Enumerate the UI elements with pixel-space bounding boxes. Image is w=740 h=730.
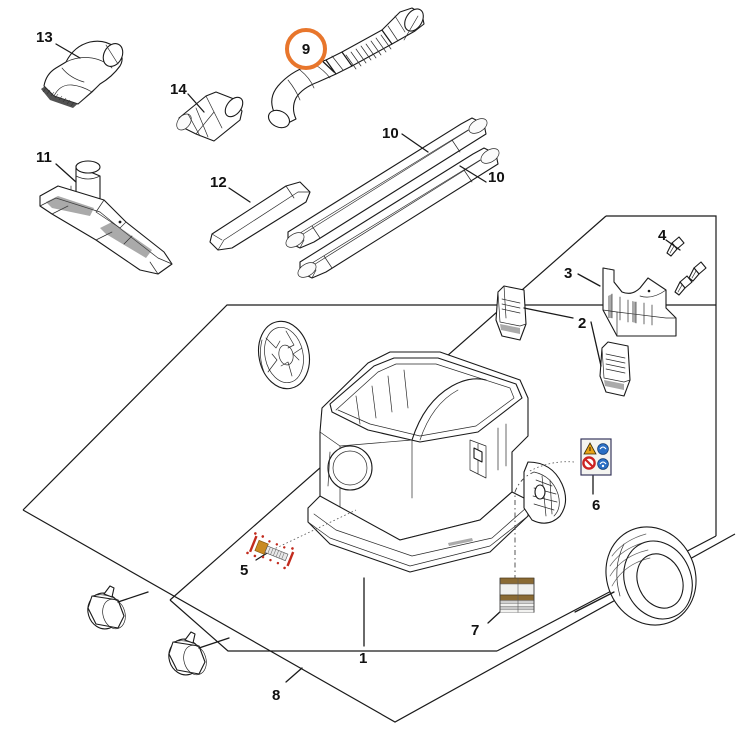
callout-12[interactable]: 12 (210, 174, 227, 191)
callout-6[interactable]: 6 (592, 497, 601, 514)
callout-8[interactable]: 8 (272, 687, 281, 704)
assembly-dashed-lines (271, 461, 575, 580)
part-11-floor-nozzle (39, 160, 173, 275)
screw-3 (674, 275, 693, 296)
part-14-adapter (176, 91, 244, 142)
callout-11[interactable]: 11 (36, 149, 52, 166)
part-13-upholstery-brush (41, 40, 124, 108)
part-2-latch-clip-upper (495, 285, 527, 341)
part-3-handle-bracket (602, 267, 677, 337)
callout-5[interactable]: 5 (240, 562, 249, 579)
callout-13[interactable]: 13 (36, 29, 53, 46)
part-2-latch-clip-lower (599, 341, 631, 397)
callout-2[interactable]: 2 (578, 315, 587, 332)
part-10-extension-tube-upper (285, 117, 488, 249)
callout-9-highlighted[interactable]: 9 (285, 28, 327, 70)
callout-3[interactable]: 3 (564, 265, 573, 282)
part-9-suction-hose (267, 7, 425, 129)
part-10-extension-tube-lower (297, 147, 500, 279)
part-8-caster-lower (168, 631, 207, 676)
part-8-caster-upper (87, 585, 126, 630)
callout-9-label: 9 (301, 40, 311, 58)
callout-10-upper[interactable]: 10 (382, 125, 399, 142)
spare-tire (605, 526, 697, 626)
callout-10-lower[interactable]: 10 (488, 169, 505, 186)
part-12-crevice-nozzle (209, 181, 311, 251)
callout-4[interactable]: 4 (658, 227, 667, 244)
callout-14[interactable]: 14 (170, 81, 187, 98)
rear-wheel-left (257, 320, 311, 390)
part-1-container-body (307, 351, 567, 573)
callout-7[interactable]: 7 (471, 622, 480, 639)
callout-1[interactable]: 1 (359, 650, 368, 667)
